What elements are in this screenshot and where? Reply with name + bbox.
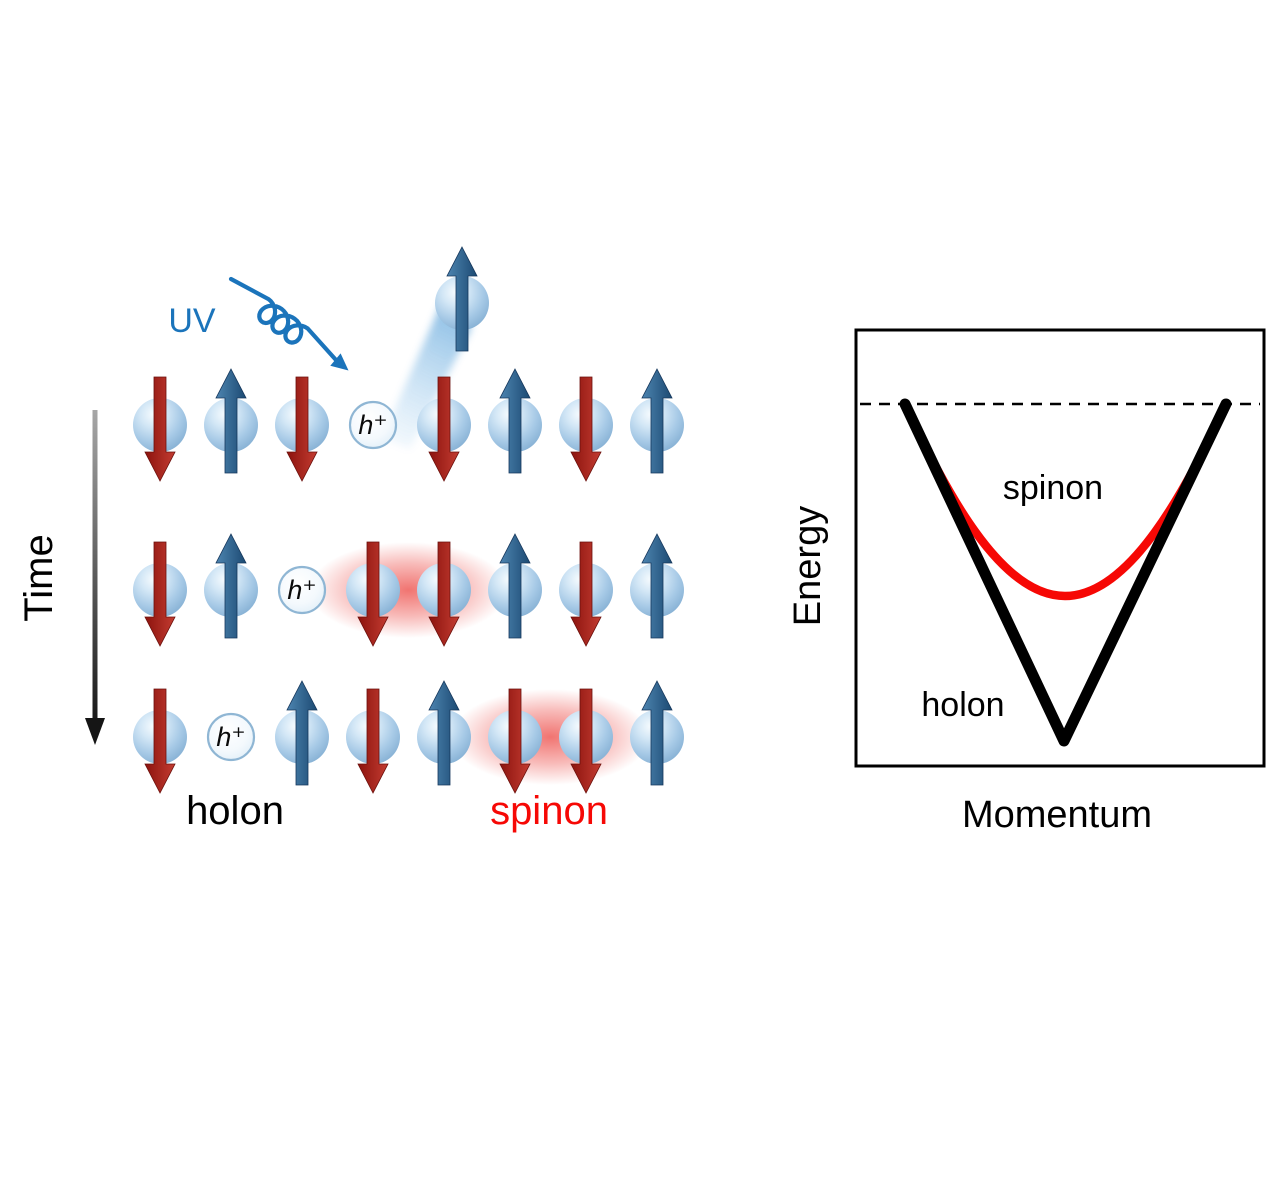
lattice-row-2: h⁺ [133, 533, 684, 647]
momentum-axis-label: Momentum [962, 794, 1152, 836]
spin-up-arrow [215, 533, 247, 639]
spin-down-arrow [144, 688, 176, 794]
spin-down-arrow [357, 688, 389, 794]
spin-down-arrow [499, 688, 531, 794]
spinon-lattice-label: spinon [490, 789, 608, 833]
spin-down-arrow [357, 541, 389, 647]
spin-down-arrow [428, 541, 460, 647]
spin-up-arrow [446, 246, 478, 352]
spin-down-arrow [144, 376, 176, 482]
spin-up-arrow [286, 680, 318, 786]
holon-site-circle [206, 712, 256, 762]
spinon-glow [309, 542, 508, 638]
spin-down-arrow [570, 541, 602, 647]
photoemission-beam [382, 304, 472, 449]
uv-arrowhead-icon [330, 353, 349, 371]
lattice-row-1: h⁺ [133, 368, 684, 482]
spinon-curve-label: spinon [1003, 469, 1103, 507]
spin-up-arrow [641, 680, 673, 786]
time-axis: Time [17, 410, 105, 745]
ejected-electron [435, 246, 489, 352]
dispersion-panel: spinon holon Energy Momentum [787, 328, 1266, 836]
time-arrowhead-icon [85, 718, 105, 745]
plot-frame [854, 328, 1266, 768]
spin-up-arrow [428, 680, 460, 786]
energy-axis-label: Energy [787, 506, 829, 626]
spin-down-arrow [286, 376, 318, 482]
holon-site-circle [277, 565, 327, 615]
time-label: Time [17, 534, 61, 621]
spinon-glow [451, 689, 650, 785]
holon-lattice-label: holon [186, 789, 284, 833]
spin-down-arrow [570, 688, 602, 794]
spin-lattice: h⁺ h⁺ h⁺ [133, 368, 684, 794]
lattice-row-3: h⁺ [133, 680, 684, 794]
spin-up-arrow [499, 533, 531, 639]
uv-excitation: UV [168, 276, 349, 371]
holon-curve-label: holon [921, 686, 1004, 724]
spin-up-arrow [499, 368, 531, 474]
holon-dispersion-curve [899, 398, 1232, 747]
hole-label: h⁺ [287, 575, 316, 605]
spin-up-arrow [641, 533, 673, 639]
spin-down-arrow [144, 541, 176, 647]
uv-label: UV [168, 302, 216, 340]
spin-down-arrow [428, 376, 460, 482]
uv-photon-squiggle-arrow [228, 276, 339, 363]
spin-up-arrow [641, 368, 673, 474]
spin-up-arrow [215, 368, 247, 474]
spin-down-arrow [570, 376, 602, 482]
holon-site-circle [348, 400, 398, 450]
hole-label: h⁺ [216, 722, 245, 752]
hole-label: h⁺ [358, 410, 387, 440]
